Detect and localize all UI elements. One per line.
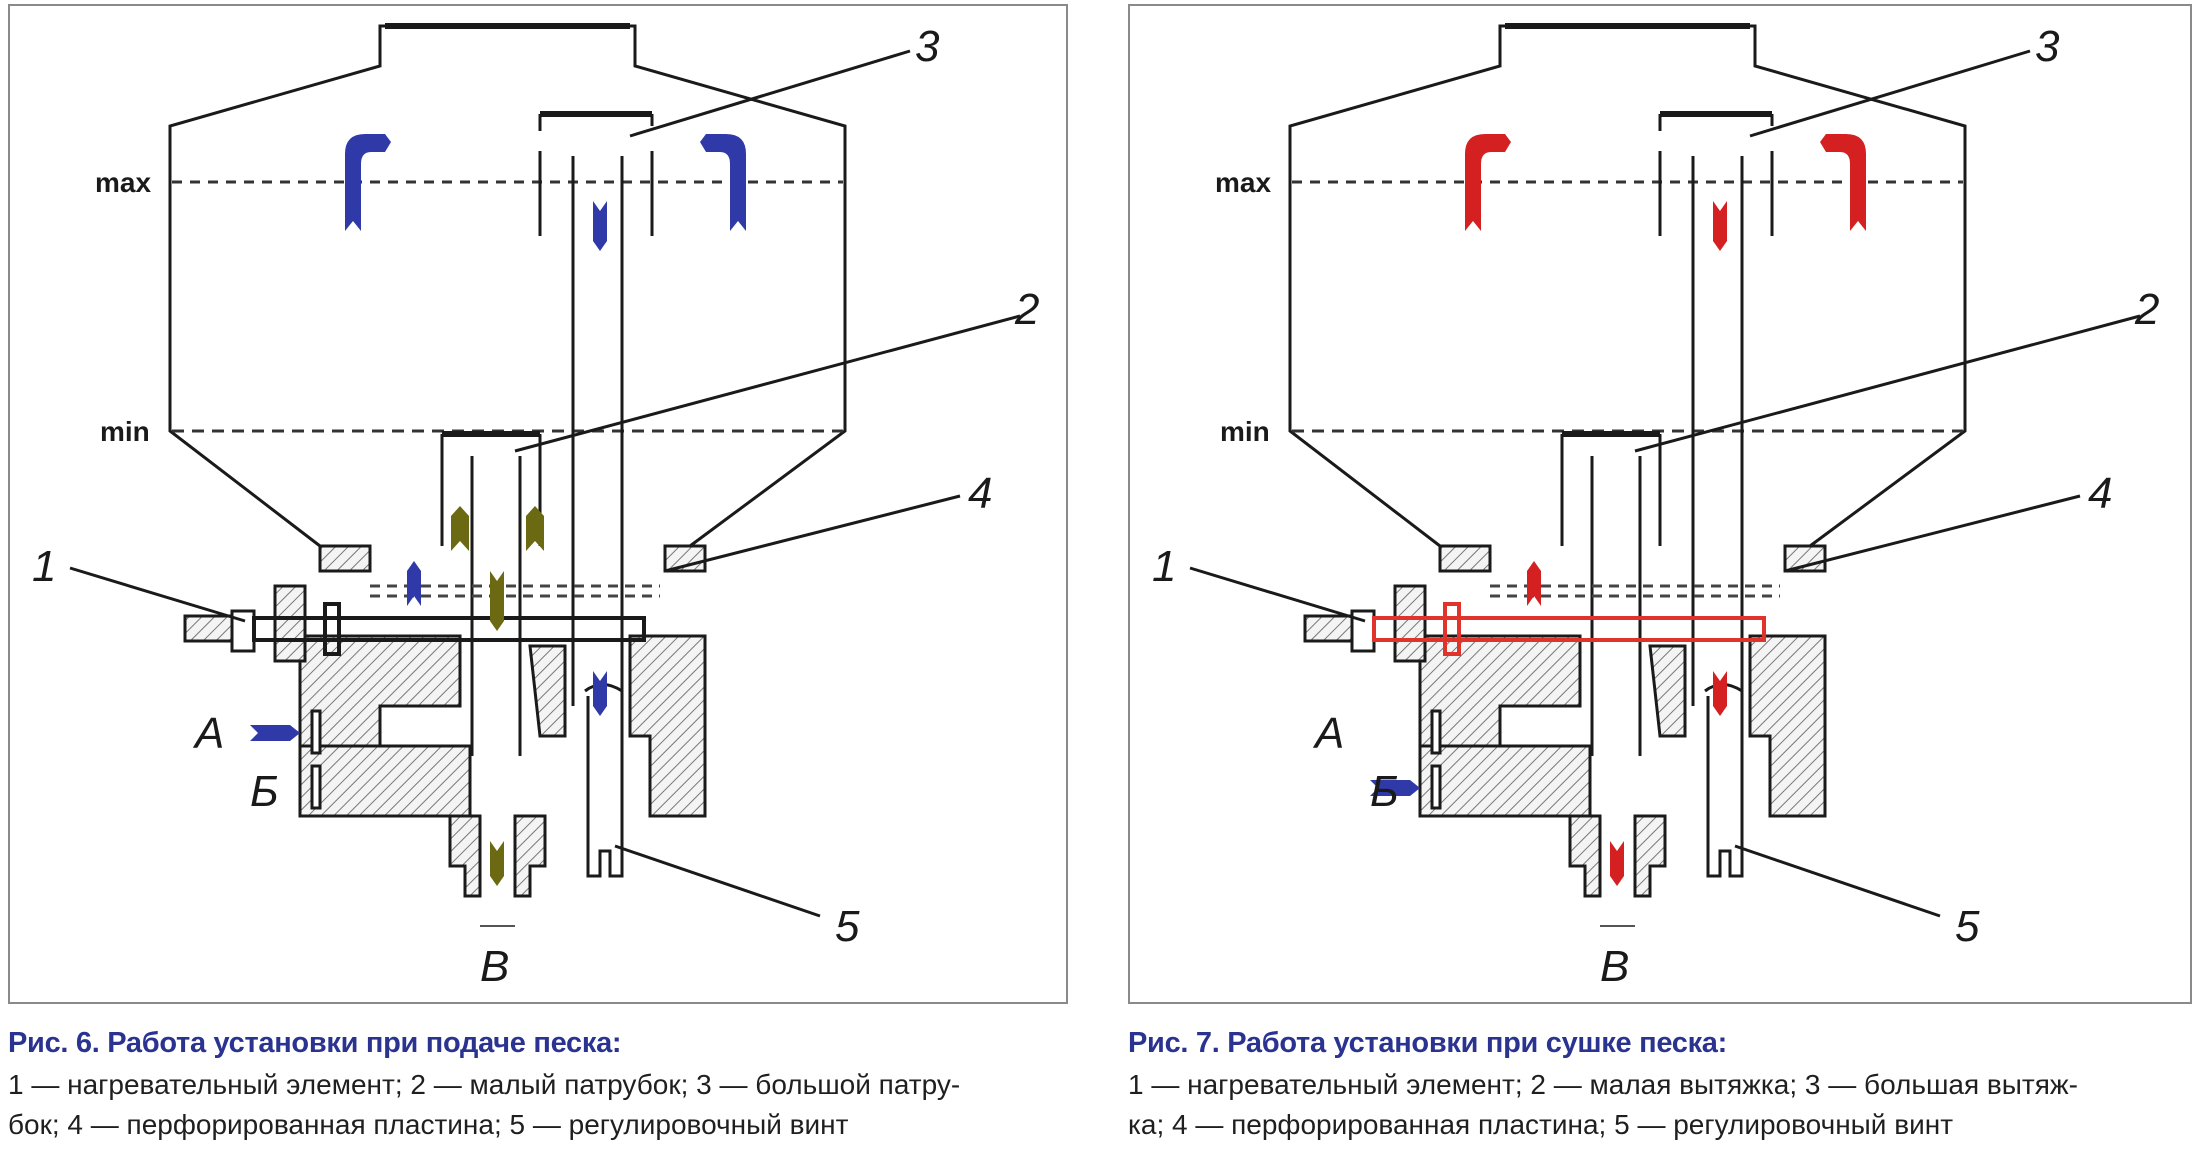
heater-housing xyxy=(1393,584,1427,663)
part-label-3: 3 xyxy=(2035,22,2060,71)
max-level-label: max xyxy=(1215,167,1271,198)
base-block-mid xyxy=(528,644,567,738)
port-label-v: В xyxy=(1600,942,1629,991)
heater-housing xyxy=(273,584,307,663)
figure-7-legend-line-2: ка; 4 — перфорированная пластина; 5 — ре… xyxy=(1128,1109,1954,1140)
hopper-drawing: max min 1 2 3 4 5 АБ В xyxy=(1152,22,2159,991)
nozzle-right xyxy=(1633,814,1667,898)
figure-6-caption: Рис. 6. Работа установки при подаче песк… xyxy=(8,1025,1068,1145)
leader-3 xyxy=(1749,49,2031,138)
leader-2 xyxy=(514,314,1021,453)
part-label-1: 1 xyxy=(32,542,56,591)
leader-5 xyxy=(614,844,821,918)
leader-4 xyxy=(1784,494,2081,573)
nozzle-left xyxy=(448,814,482,898)
min-level-label: min xyxy=(1220,416,1270,447)
figure-7-legend: 1 — нагревательный элемент; 2 — малая вы… xyxy=(1128,1065,2188,1145)
figure-7-legend-line-1: 1 — нагревательный элемент; 2 — малая вы… xyxy=(1128,1069,2078,1100)
figure-6-legend-line-2: бок; 4 — перфорированная пластина; 5 — р… xyxy=(8,1109,849,1140)
leader-4 xyxy=(664,494,961,573)
air-flow-arrow-up xyxy=(407,561,421,606)
port-b-fitting xyxy=(310,764,322,810)
sand-flow-arrow-up-left xyxy=(451,506,469,551)
heater-terminal xyxy=(183,614,237,643)
figure-0-diagram: max min 1 2 3 4 5 АБ В xyxy=(32,22,1039,991)
air-inlet-arrow xyxy=(250,725,300,741)
port-a-fitting xyxy=(310,709,322,755)
figure-7-caption: Рис. 7. Работа установки при сушке песка… xyxy=(1128,1025,2188,1145)
part-label-5: 5 xyxy=(1955,902,1980,951)
large-pipe xyxy=(538,114,654,706)
large-pipe xyxy=(1658,114,1774,706)
leader-1 xyxy=(69,566,246,623)
air-flow-arrow-right xyxy=(1820,134,1866,231)
sand-flow-arrow-down xyxy=(490,571,504,631)
flange-left xyxy=(318,544,372,573)
part-label-4: 4 xyxy=(968,469,992,518)
sand-flow-arrow-outlet xyxy=(490,841,504,886)
part-label-2: 2 xyxy=(1014,285,1039,334)
air-flow-arrow-left xyxy=(345,134,391,231)
base-block-right xyxy=(628,634,707,818)
air-flow-arrow-pipe-bottom xyxy=(1713,671,1727,716)
flange-left xyxy=(1438,544,1492,573)
leader-3 xyxy=(629,49,911,138)
leader-5 xyxy=(1734,844,1941,918)
air-flow-arrow-up xyxy=(1527,561,1541,606)
base-block-mid xyxy=(1648,644,1687,738)
port-label-b: Б xyxy=(1370,767,1399,816)
base-block-right xyxy=(1748,634,1827,818)
port-label-b: Б xyxy=(250,767,279,816)
hopper-outline xyxy=(168,24,847,548)
port-label-a: А xyxy=(192,709,224,758)
air-flow-arrow-pipe-bottom xyxy=(593,671,607,716)
air-flow-arrow-pipe-top xyxy=(593,201,607,251)
heater-collar xyxy=(1443,602,1461,656)
figure-6-legend-line-1: 1 — нагревательный элемент; 2 — малый па… xyxy=(8,1069,961,1100)
nozzle-right xyxy=(513,814,547,898)
figure-1-diagram: max min 1 2 3 4 5 АБ В xyxy=(1152,22,2159,991)
hopper-outline xyxy=(1288,24,1967,548)
heater-collar xyxy=(323,602,341,656)
leader-1 xyxy=(1189,566,1366,623)
part-label-2: 2 xyxy=(2134,285,2159,334)
air-inlet-arrow xyxy=(1370,780,1420,796)
leader-2 xyxy=(1634,314,2141,453)
figure-6-legend: 1 — нагревательный элемент; 2 — малый па… xyxy=(8,1065,1068,1145)
port-label-v: В xyxy=(480,942,509,991)
port-b-fitting xyxy=(1430,764,1442,810)
figure-7-title: Рис. 7. Работа установки при сушке песка… xyxy=(1128,1027,1727,1059)
heater-terminal xyxy=(1303,614,1357,643)
part-label-1: 1 xyxy=(1152,542,1176,591)
port-a-fitting xyxy=(1430,709,1442,755)
nozzle-left xyxy=(1568,814,1602,898)
air-flow-arrow-pipe-top xyxy=(1713,201,1727,251)
base-block-bottom xyxy=(1418,744,1592,818)
heating-element xyxy=(1372,616,1766,642)
port-label-a: А xyxy=(1312,709,1344,758)
part-label-5: 5 xyxy=(835,902,860,951)
air-flow-arrow-left xyxy=(1465,134,1511,231)
part-label-4: 4 xyxy=(2088,469,2112,518)
heating-element xyxy=(252,616,646,642)
small-pipe xyxy=(1560,434,1662,756)
flow-arrow-outlet xyxy=(1610,841,1624,886)
sand-flow-arrow-up-right xyxy=(526,506,544,551)
small-pipe xyxy=(440,434,542,756)
air-flow-arrow-right xyxy=(700,134,746,231)
flange-right xyxy=(663,544,707,573)
hopper-drawing: max min 1 2 3 4 5 АБ В xyxy=(32,22,1039,991)
part-label-3: 3 xyxy=(915,22,940,71)
max-level-label: max xyxy=(95,167,151,198)
base-block-bottom xyxy=(298,744,472,818)
figure-6-title: Рис. 6. Работа установки при подаче песк… xyxy=(8,1027,622,1059)
min-level-label: min xyxy=(100,416,150,447)
